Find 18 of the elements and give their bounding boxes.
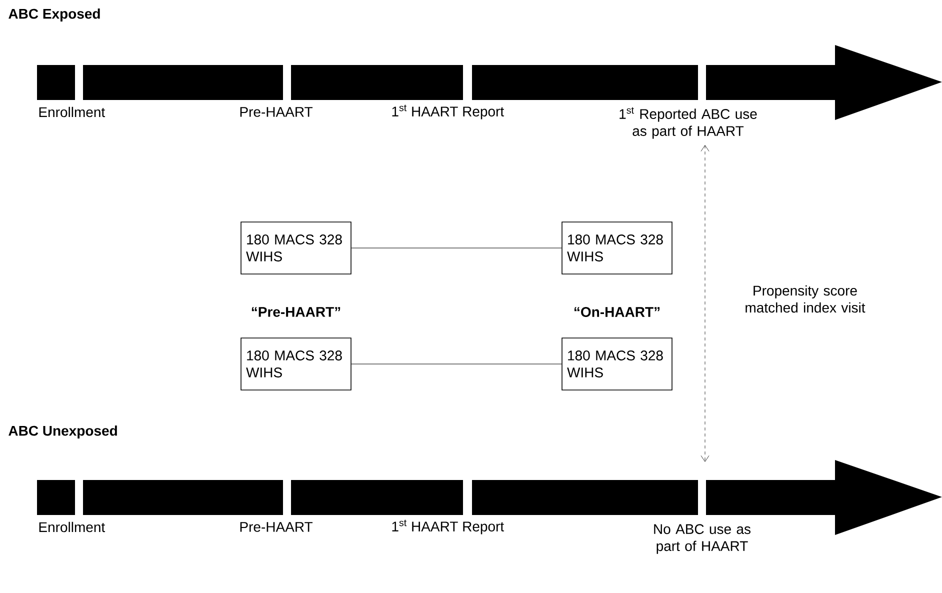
timeline-label: 1$^{st}$ Reported ABC use as part of HAART (620, 107, 757, 139)
group-label: “On-HAART” (574, 307, 660, 317)
count-box: 180 MACS 328 WIHS (562, 338, 672, 390)
timeline-label: Enrollment (39, 522, 106, 532)
count-box: 180 MACS 328 WIHS (240, 222, 352, 274)
timeline-label: No ABC use as part of HAART (654, 524, 750, 554)
timeline-label: Pre-HAART (240, 107, 313, 117)
timeline-label: 1$^{st}$ HAART Report (392, 520, 504, 534)
dashed-double-arrow (700, 145, 710, 462)
timeline-label: Enrollment (39, 106, 106, 118)
annotation: Propensity score matched index visit (746, 285, 866, 313)
count-box: 180 MACS 328 WIHS (240, 338, 352, 390)
timeline-label: Pre-HAART (240, 522, 313, 532)
group-label: “Pre-HAART” (252, 307, 340, 317)
count-box: 180 MACS 328 WIHS (562, 222, 672, 274)
title: ABC Unexposed (8, 425, 117, 439)
title: ABC Exposed (8, 8, 100, 22)
timeline-label: 1$^{st}$ HAART Report (392, 104, 504, 120)
